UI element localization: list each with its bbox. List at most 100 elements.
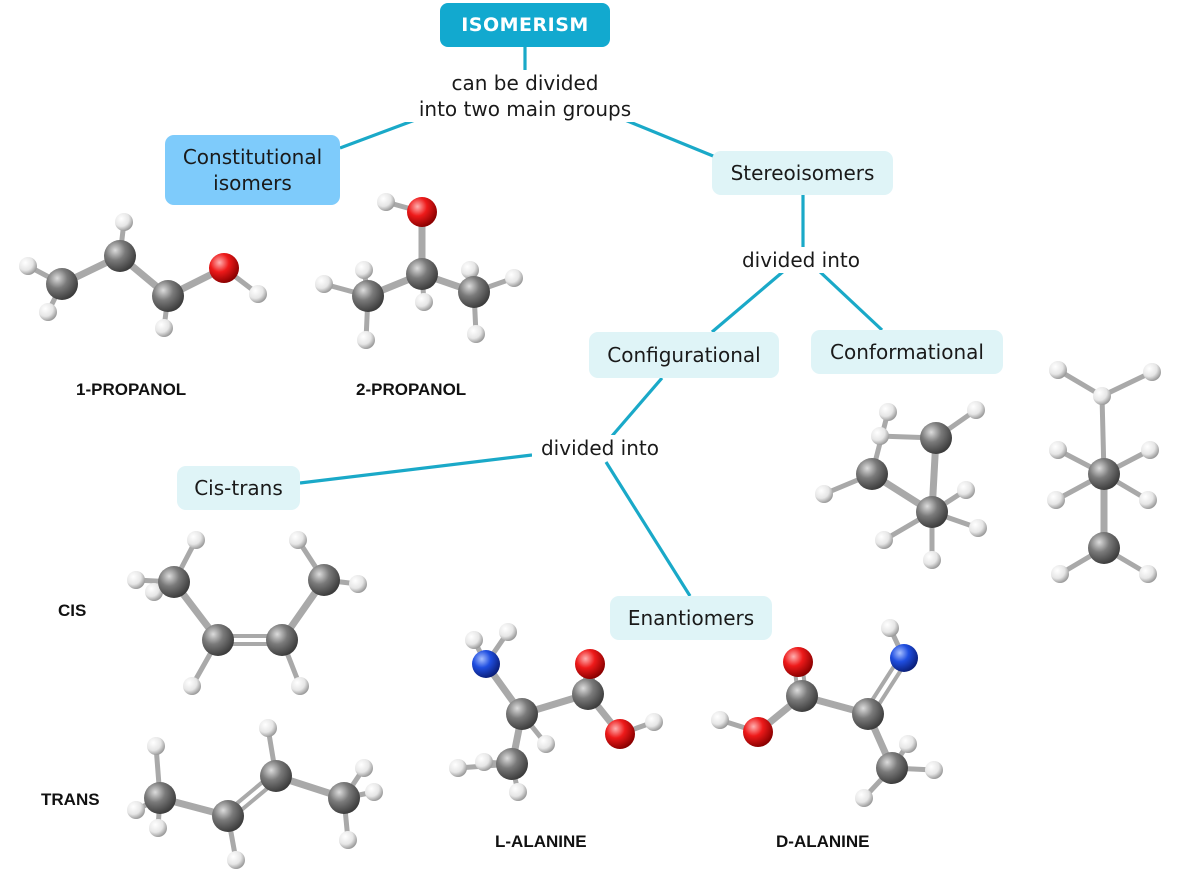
- hydrogen-atom: [465, 631, 483, 649]
- hydrogen-atom: [923, 551, 941, 569]
- hydrogen-atom: [957, 481, 975, 499]
- carbon-atom: [458, 276, 490, 308]
- molecule-2-propanol: [315, 193, 523, 349]
- hydrogen-atom: [1143, 363, 1161, 381]
- hydrogen-atom: [855, 789, 873, 807]
- hydrogen-atom: [349, 575, 367, 593]
- carbon-atom: [308, 564, 340, 596]
- carbon-atom: [144, 782, 176, 814]
- carbon-atom: [104, 240, 136, 272]
- carbon-atom: [260, 760, 292, 792]
- hydrogen-atom: [227, 851, 245, 869]
- hydrogen-atom: [899, 735, 917, 753]
- carbon-atom: [856, 458, 888, 490]
- oxygen-atom: [209, 253, 239, 283]
- connector-divided-to-cis-trans: [299, 453, 533, 485]
- isomerism-root-node: ISOMERISM: [440, 3, 610, 47]
- hydrogen-atom: [365, 783, 383, 801]
- hydrogen-atom: [149, 819, 167, 837]
- oxygen-atom: [407, 197, 437, 227]
- carbon-atom: [406, 258, 438, 290]
- hydrogen-atom: [377, 193, 395, 211]
- hydrogen-atom: [291, 677, 309, 695]
- carbon-atom: [496, 748, 528, 780]
- bond: [1099, 369, 1155, 399]
- hydrogen-atom: [39, 303, 57, 321]
- hydrogen-atom: [1139, 565, 1157, 583]
- hydrogen-atom: [187, 531, 205, 549]
- carbon-atom: [212, 800, 244, 832]
- hydrogen-atom: [1049, 361, 1067, 379]
- hydrogen-atom: [415, 293, 433, 311]
- linking-phrase-main: can be divided into two main groups: [405, 70, 645, 122]
- connector-divided-to-conformational: [816, 268, 884, 332]
- linking-phrase-config-divided-text: divided into: [540, 436, 659, 460]
- connector-divided-to-enantiomers: [604, 461, 692, 597]
- hydrogen-atom: [881, 619, 899, 637]
- carbon-atom: [1088, 458, 1120, 490]
- molecule-d-alanine: [711, 619, 943, 807]
- oxygen-atom: [743, 717, 773, 747]
- hydrogen-atom: [645, 713, 663, 731]
- molecule-label-l-alanine: L-ALANINE: [495, 832, 587, 851]
- carbon-atom: [152, 280, 184, 312]
- molecule-trans-2-butene: [127, 719, 383, 869]
- molecule-label-cis: CIS: [58, 601, 87, 620]
- hydrogen-atom: [355, 759, 373, 777]
- hydrogen-atom: [1139, 491, 1157, 509]
- hydrogen-atom: [259, 719, 277, 737]
- hydrogen-atom: [467, 325, 485, 343]
- molecule-label-d-alanine: D-ALANINE: [776, 832, 870, 851]
- linking-phrase-config-divided: divided into: [532, 435, 668, 461]
- linking-phrase-main-line-2: into two main groups: [418, 97, 632, 121]
- hydrogen-atom: [315, 275, 333, 293]
- connector-divided-to-configurational: [710, 268, 787, 334]
- configurational-node: Configurational: [589, 332, 779, 378]
- constitutional-line-1: Constitutional: [182, 145, 323, 169]
- hydrogen-atom: [925, 761, 943, 779]
- hydrogen-atom: [875, 531, 893, 549]
- carbon-atom: [786, 680, 818, 712]
- hydrogen-atom: [1141, 441, 1159, 459]
- molecule-label-1-propanol: 1-PROPANOL: [76, 380, 187, 399]
- hydrogen-atom: [871, 427, 889, 445]
- oxygen-atom: [783, 647, 813, 677]
- carbon-atom: [352, 280, 384, 312]
- molecule-ethane-conformer-a: [815, 401, 987, 569]
- molecule-l-alanine: [449, 623, 663, 801]
- hydrogen-atom: [249, 285, 267, 303]
- hydrogen-atom: [115, 213, 133, 231]
- oxygen-atom: [575, 649, 605, 679]
- stereoisomers-label: Stereoisomers: [730, 161, 875, 185]
- conformational-node: Conformational: [811, 330, 1003, 374]
- hydrogen-atom: [461, 261, 479, 279]
- carbon-atom: [1088, 532, 1120, 564]
- constitutional-isomers-node: Constitutional isomers: [165, 135, 340, 205]
- hydrogen-atom: [1047, 491, 1065, 509]
- hydrogen-atom: [509, 783, 527, 801]
- hydrogen-atom: [127, 801, 145, 819]
- hydrogen-atom: [499, 623, 517, 641]
- isomerism-root-label: ISOMERISM: [461, 14, 589, 36]
- enantiomers-node: Enantiomers: [610, 596, 772, 640]
- carbon-atom: [852, 698, 884, 730]
- carbon-atom: [876, 752, 908, 784]
- carbon-atom: [916, 496, 948, 528]
- hydrogen-atom: [127, 571, 145, 589]
- carbon-atom: [46, 268, 78, 300]
- configurational-label: Configurational: [607, 343, 761, 367]
- carbon-atom: [920, 422, 952, 454]
- hydrogen-atom: [147, 737, 165, 755]
- molecule-cis-2-butene: [127, 531, 367, 695]
- hydrogen-atom: [967, 401, 985, 419]
- conformational-label: Conformational: [830, 340, 984, 364]
- carbon-atom: [572, 678, 604, 710]
- oxygen-atom: [605, 719, 635, 749]
- carbon-atom: [266, 624, 298, 656]
- hydrogen-atom: [711, 711, 729, 729]
- carbon-atom: [328, 782, 360, 814]
- molecule-1-propanol: [19, 213, 267, 337]
- nitrogen-atom: [472, 650, 500, 678]
- hydrogen-atom: [357, 331, 375, 349]
